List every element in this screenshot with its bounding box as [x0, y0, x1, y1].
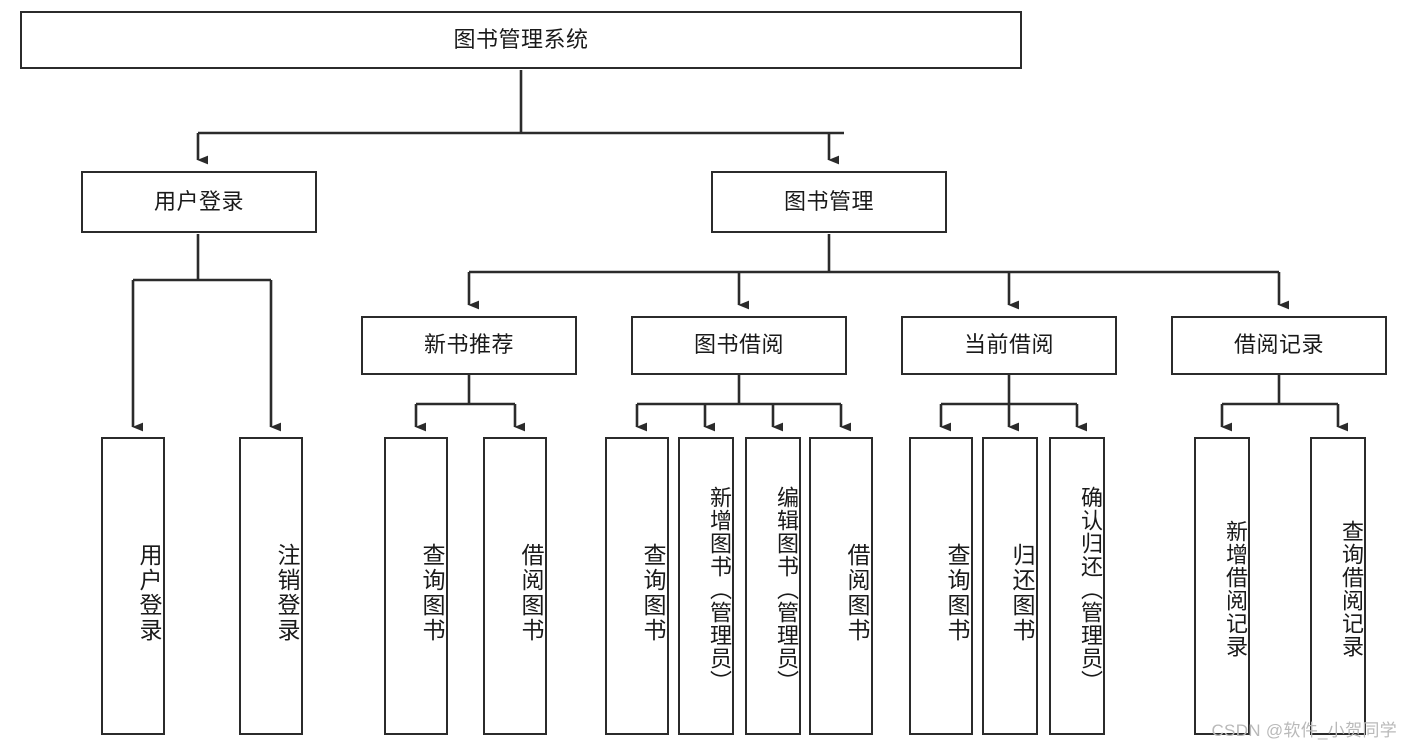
node-current-borrow[interactable]: 当前借阅 — [901, 316, 1117, 375]
node-current-borrow-label: 当前借阅 — [963, 332, 1054, 358]
node-leaf-query-borrow-record[interactable]: 查询借阅记录 — [1310, 437, 1366, 735]
node-leaf-borrow-book-2[interactable]: 借阅图书 — [809, 437, 873, 735]
node-book-borrow-label: 图书借阅 — [693, 332, 784, 358]
node-borrow-record-label: 借阅记录 — [1233, 332, 1324, 358]
node-book-management-label: 图书管理 — [783, 188, 874, 214]
node-leaf-query-book-2[interactable]: 查询图书 — [605, 437, 669, 735]
node-leaf-borrow-book-1-label: 借阅图书 — [518, 543, 544, 643]
node-root-system[interactable]: 图书管理系统 — [20, 11, 1022, 69]
node-leaf-add-borrow-record-label: 新增借阅记录 — [1223, 520, 1248, 658]
node-leaf-query-book-3-label: 查询图书 — [944, 543, 970, 643]
node-leaf-query-book-3[interactable]: 查询图书 — [909, 437, 973, 735]
node-leaf-user-login-label: 用户登录 — [136, 543, 162, 643]
node-leaf-logout-login-label: 注销登录 — [274, 543, 300, 643]
node-new-book-recommend[interactable]: 新书推荐 — [361, 316, 577, 375]
node-leaf-add-book-label: 新增图书（管理员） — [707, 485, 732, 693]
node-leaf-return-book-label: 归还图书 — [1009, 543, 1035, 643]
node-leaf-query-book-1-label: 查询图书 — [419, 543, 445, 643]
node-leaf-return-book[interactable]: 归还图书 — [982, 437, 1038, 735]
node-leaf-query-book-1[interactable]: 查询图书 — [384, 437, 448, 735]
node-root-system-label: 图书管理系统 — [453, 26, 589, 52]
node-leaf-user-login[interactable]: 用户登录 — [101, 437, 165, 735]
node-book-borrow[interactable]: 图书借阅 — [631, 316, 847, 375]
node-leaf-query-book-2-label: 查询图书 — [640, 543, 666, 643]
node-leaf-borrow-book-1[interactable]: 借阅图书 — [483, 437, 547, 735]
node-leaf-logout-login[interactable]: 注销登录 — [239, 437, 303, 735]
node-leaf-confirm-return-label: 确认归还（管理员） — [1078, 485, 1103, 693]
node-leaf-confirm-return[interactable]: 确认归还（管理员） — [1049, 437, 1105, 735]
node-leaf-edit-book[interactable]: 编辑图书（管理员） — [745, 437, 801, 735]
node-leaf-borrow-book-2-label: 借阅图书 — [844, 543, 870, 643]
node-leaf-query-borrow-record-label: 查询借阅记录 — [1339, 520, 1364, 658]
node-user-login-label: 用户登录 — [153, 188, 244, 214]
node-leaf-edit-book-label: 编辑图书（管理员） — [774, 485, 799, 693]
node-user-login[interactable]: 用户登录 — [81, 171, 317, 233]
node-new-book-recommend-label: 新书推荐 — [423, 332, 514, 358]
node-leaf-add-book[interactable]: 新增图书（管理员） — [678, 437, 734, 735]
node-borrow-record[interactable]: 借阅记录 — [1171, 316, 1387, 375]
node-book-management[interactable]: 图书管理 — [711, 171, 947, 233]
node-leaf-add-borrow-record[interactable]: 新增借阅记录 — [1194, 437, 1250, 735]
